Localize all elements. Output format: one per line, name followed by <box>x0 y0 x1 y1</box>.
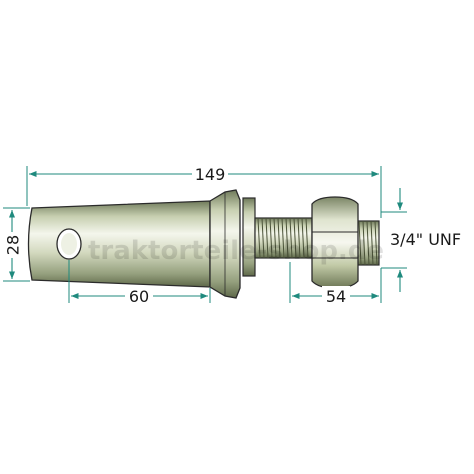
thread-ridge <box>358 220 362 266</box>
thread-ridge <box>281 217 285 259</box>
thread-spec-label: 3/4" UNF <box>390 230 461 249</box>
collar <box>209 189 241 299</box>
thread-ridge <box>261 217 265 259</box>
thread-ridge <box>257 217 261 259</box>
thread-ridge <box>273 217 277 259</box>
dimension-pin-length: 60 <box>68 260 211 306</box>
thread-length-label: 54 <box>326 287 346 306</box>
thread-ridge <box>277 217 281 259</box>
overall-length-label: 149 <box>195 165 226 184</box>
thread-ridge <box>370 220 374 266</box>
thread-ridge <box>285 217 289 259</box>
watermark: traktorteile-shop.de <box>88 236 384 266</box>
thread-ridge <box>265 217 269 259</box>
thread-ridge <box>297 217 301 259</box>
thread-ridge <box>366 220 370 266</box>
thread-ridge <box>293 217 297 259</box>
pin-length-label: 60 <box>129 287 149 306</box>
thread-ridge <box>301 217 305 259</box>
pin-body <box>27 200 211 288</box>
dimension-diameter: 28 <box>2 207 30 282</box>
diameter-label: 28 <box>4 235 23 255</box>
dimension-thread-spec: 3/4" UNF <box>381 188 461 292</box>
dimension-overall-length: 149 <box>26 164 382 218</box>
thread-ridge <box>305 217 309 259</box>
thread-ridge <box>289 217 293 259</box>
dimension-thread-length: 54 <box>289 262 382 306</box>
thread-ridge <box>374 220 378 266</box>
thread-ridge <box>362 220 366 266</box>
thread-ridge <box>269 217 273 259</box>
